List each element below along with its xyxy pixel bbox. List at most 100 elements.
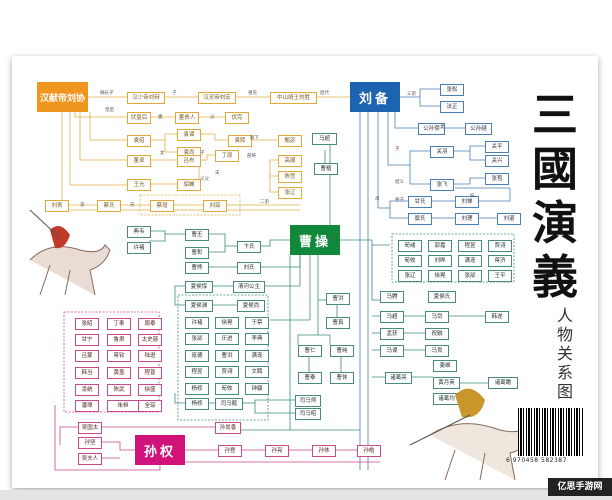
character-node[interactable]: 曹休 <box>330 372 354 384</box>
character-node[interactable]: 公孙瓒 <box>418 123 445 135</box>
character-node[interactable]: 刘琮 <box>203 200 227 212</box>
character-node[interactable]: 司马师 <box>295 395 321 407</box>
character-node[interactable]: 曹熊 <box>185 262 209 274</box>
character-node[interactable]: 潘璋 <box>75 400 99 412</box>
character-node[interactable]: 李典 <box>245 333 269 345</box>
character-node[interactable]: 黄盖 <box>107 367 131 379</box>
character-node[interactable]: 伏皇后 <box>127 112 151 124</box>
character-node[interactable]: 马超 <box>380 311 404 323</box>
character-node[interactable]: 全琮 <box>138 400 162 412</box>
character-node[interactable]: 伏完 <box>225 112 249 124</box>
character-node[interactable]: 孟获 <box>380 328 404 340</box>
character-node[interactable]: 夏侯渊 <box>185 300 213 312</box>
character-node[interactable]: 夏侯尚 <box>237 300 265 312</box>
character-node[interactable]: 凌统 <box>75 384 99 396</box>
character-node[interactable]: 姜维 <box>433 360 457 372</box>
character-node[interactable]: 曹彰 <box>185 247 209 259</box>
character-node[interactable]: 刘表 <box>45 200 69 212</box>
character-node[interactable]: 张郃 <box>185 333 209 345</box>
character-node[interactable]: 徐晃 <box>428 270 452 282</box>
character-node[interactable]: 徐盛 <box>138 384 162 396</box>
character-node[interactable]: 马超 <box>312 133 337 145</box>
character-node[interactable]: 张飞 <box>430 179 454 191</box>
character-node[interactable]: 满宠 <box>458 255 482 267</box>
character-node[interactable]: 蔡瑁 <box>150 200 174 212</box>
character-node[interactable]: 袁熙 <box>228 135 252 147</box>
character-node[interactable]: 孙休 <box>312 445 336 457</box>
character-node[interactable]: 甄宓 <box>278 135 302 147</box>
character-node[interactable]: 许褚 <box>127 242 151 254</box>
character-node[interactable]: 孙尚香 <box>215 422 241 434</box>
character-node[interactable]: 曹仁 <box>298 345 322 357</box>
character-node[interactable]: 张郃 <box>458 270 482 282</box>
character-node[interactable]: 孙登 <box>218 445 242 457</box>
character-node[interactable]: 文聘 <box>245 366 269 378</box>
character-node[interactable]: 徐晃 <box>215 317 239 329</box>
character-node[interactable]: 典韦 <box>127 226 151 238</box>
character-node[interactable]: 吕蒙 <box>75 350 99 362</box>
character-node[interactable]: 张昭 <box>75 318 99 330</box>
character-node[interactable]: 刘晔 <box>428 255 452 267</box>
character-node[interactable]: 韩当 <box>75 367 99 379</box>
character-node[interactable]: 曹纯 <box>330 345 354 357</box>
character-node[interactable]: 汉少帝刘辩 <box>127 92 165 104</box>
character-node[interactable]: 程昱 <box>458 240 482 252</box>
character-node[interactable]: 诸葛均 <box>433 393 460 405</box>
character-node[interactable]: 袁绍 <box>127 135 151 147</box>
character-node[interactable]: 汉灵帝刘宏 <box>198 92 236 104</box>
character-node[interactable]: 关兴 <box>485 155 509 167</box>
character-node[interactable]: 贾诩 <box>488 240 512 252</box>
character-node[interactable]: 关羽 <box>430 146 454 158</box>
character-node[interactable]: 荀攸 <box>398 255 422 267</box>
character-node[interactable]: 马谡 <box>380 345 404 357</box>
character-node[interactable]: 许褚 <box>185 317 209 329</box>
character-node[interactable]: 程普 <box>138 367 162 379</box>
character-node[interactable]: 祝融 <box>425 328 449 340</box>
character-node[interactable]: 董卓 <box>127 155 151 167</box>
character-node[interactable]: 吴夫人 <box>78 453 102 465</box>
character-node[interactable]: 刘禅 <box>455 196 479 208</box>
character-node[interactable]: 关平 <box>485 141 509 153</box>
character-node[interactable]: 孙坚 <box>78 437 102 449</box>
character-node[interactable]: 于禁 <box>245 317 269 329</box>
character-node[interactable]: 曹泰 <box>298 372 322 384</box>
character-node[interactable]: 刘理 <box>455 213 479 225</box>
character-node[interactable]: 甘宁 <box>75 334 99 346</box>
character-node[interactable]: 马岱 <box>425 311 449 323</box>
character-node[interactable]: 高顺 <box>278 155 302 167</box>
character-node[interactable]: 张辽 <box>398 270 422 282</box>
character-node[interactable]: 诸葛亮 <box>385 372 412 384</box>
character-node[interactable]: 公孙越 <box>465 123 492 135</box>
character-node[interactable]: 曹丕 <box>185 229 209 241</box>
main-node-han-emperor[interactable]: 汉献帝刘协 <box>37 82 88 112</box>
character-node[interactable]: 司马懿 <box>215 398 243 410</box>
character-node[interactable]: 曹洪 <box>215 350 239 362</box>
character-node[interactable]: 清河公主 <box>233 281 265 293</box>
character-node[interactable]: 程昱 <box>185 366 209 378</box>
character-node[interactable]: 郭嘉 <box>428 240 452 252</box>
character-node[interactable]: 孙皓 <box>357 445 381 457</box>
character-node[interactable]: 中山靖王刘胜 <box>270 92 317 104</box>
character-node[interactable]: 荀攸 <box>215 383 239 395</box>
character-node[interactable]: 马良 <box>425 345 449 357</box>
character-node[interactable]: 张辽 <box>278 187 302 199</box>
character-node[interactable]: 贾诩 <box>215 366 239 378</box>
character-node[interactable]: 丁奉 <box>107 318 131 330</box>
character-node[interactable]: 貂蝉 <box>177 179 201 191</box>
character-node[interactable]: 吕布 <box>177 155 201 167</box>
character-node[interactable]: 朱桓 <box>107 400 139 412</box>
character-node[interactable]: 诸葛瞻 <box>488 377 518 389</box>
character-node[interactable]: 庞德 <box>185 350 209 362</box>
character-node[interactable]: 周泰 <box>138 318 162 330</box>
character-node[interactable]: 荀彧 <box>398 240 422 252</box>
character-node[interactable]: 马腾 <box>380 291 404 303</box>
character-node[interactable]: 满宠 <box>245 350 269 362</box>
character-node[interactable]: 蒋钦 <box>107 350 131 362</box>
character-node[interactable]: 杨修 <box>185 383 209 395</box>
character-node[interactable]: 陈武 <box>107 384 131 396</box>
character-node[interactable]: 吴国太 <box>78 422 102 434</box>
character-node[interactable]: 卞氏 <box>237 241 261 253</box>
main-node-liu-bei[interactable]: 刘备 <box>350 82 400 112</box>
character-node[interactable]: 张松 <box>440 84 464 96</box>
character-node[interactable]: 太史慈 <box>138 334 162 346</box>
